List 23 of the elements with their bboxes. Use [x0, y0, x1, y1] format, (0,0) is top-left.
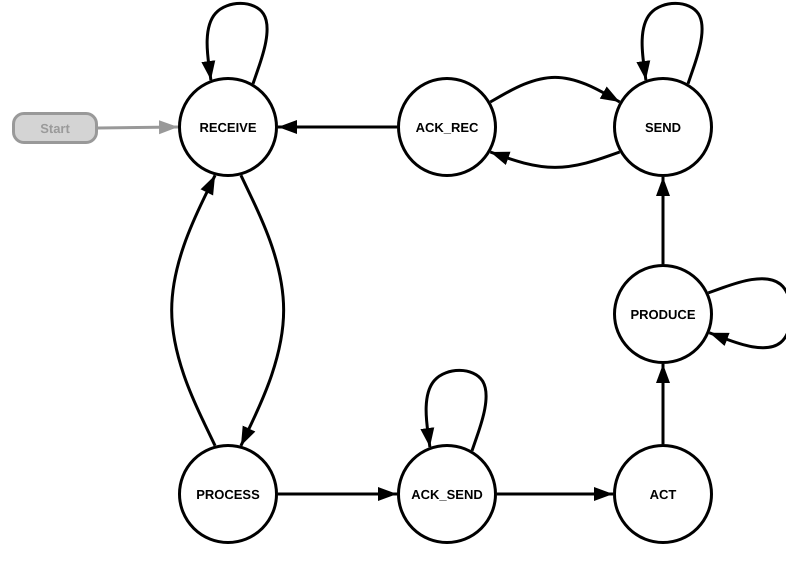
arrow: [490, 76, 620, 104]
arrow: [656, 177, 670, 264]
state-label: PRODUCE: [630, 306, 696, 322]
state-label: ACT: [650, 486, 676, 502]
state-label: RECEIVE: [199, 120, 257, 134]
arrow: [278, 487, 397, 501]
arrow: [201, 2, 269, 84]
arrow: [98, 120, 178, 134]
state-label: PROCESS: [196, 486, 260, 502]
state-label: ACK_REC: [416, 120, 478, 134]
state-label: ACK_SEND: [411, 486, 483, 502]
arrow: [490, 150, 620, 169]
arrow: [420, 368, 488, 452]
start-node: [12, 112, 98, 144]
arrow: [278, 120, 397, 134]
state-label: SEND: [644, 120, 682, 134]
arrow: [636, 2, 704, 84]
arrow: [497, 487, 613, 501]
state-label: Start: [40, 120, 70, 136]
arrow: [708, 277, 786, 350]
arrow: [240, 174, 286, 446]
arrow: [656, 364, 670, 444]
arrow: [170, 174, 216, 446]
